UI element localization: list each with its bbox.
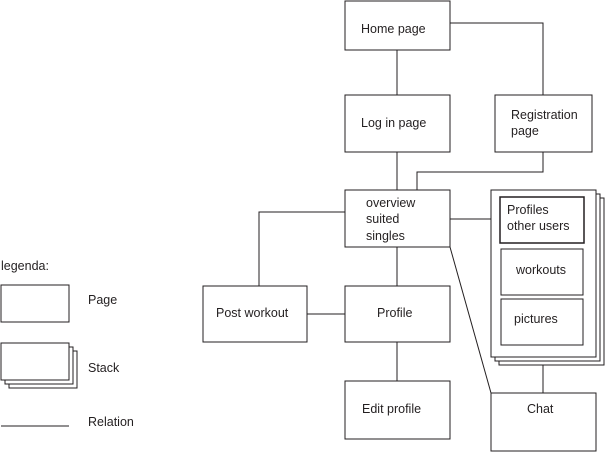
home-page-node: Home page: [344, 0, 451, 51]
profile-node: Profile: [344, 285, 451, 343]
legend-stack-swatch: [0, 342, 78, 389]
legend-relation-label: Relation: [88, 415, 134, 429]
overview-node: overview suited singles: [344, 189, 451, 248]
overview-label-3: singles: [366, 229, 405, 243]
post-workout-label: Post workout: [216, 306, 289, 320]
relation-registration-overview: [416, 152, 544, 190]
post-workout-node: Post workout: [202, 285, 308, 343]
relation-overview-postworkout: [258, 211, 345, 286]
chat-node: Chat: [490, 392, 597, 452]
profile-label: Profile: [377, 306, 412, 320]
workouts-label: workouts: [515, 263, 566, 277]
relation-overview-chat: [449, 246, 492, 394]
legend: legenda: Page Stack Relation: [0, 259, 134, 429]
legend-stack-label: Stack: [88, 361, 120, 375]
legend-page-swatch: [0, 284, 70, 323]
relations: [258, 22, 544, 394]
pictures-label: pictures: [514, 312, 558, 326]
workouts-node: workouts: [500, 248, 584, 296]
profiles-other-users-label-1: Profiles: [507, 203, 549, 217]
legend-page-label: Page: [88, 293, 117, 307]
overview-label-1: overview: [366, 196, 416, 210]
home-page-label: Home page: [361, 22, 426, 36]
pictures-node: pictures: [500, 298, 584, 346]
legend-title: legenda:: [1, 259, 49, 273]
login-page-node: Log in page: [344, 94, 451, 153]
edit-profile-label: Edit profile: [362, 402, 421, 416]
registration-page-label-2: page: [511, 124, 539, 138]
overview-label-2: suited: [366, 212, 399, 226]
registration-page-node: Registration page: [494, 94, 593, 153]
profiles-other-users-label-2: other users: [507, 219, 570, 233]
profiles-other-users-node: Profiles other users: [499, 196, 585, 244]
registration-page-label-1: Registration: [511, 108, 578, 122]
profiles-stack-node: Profiles other users workouts pictures: [490, 189, 605, 366]
relation-home-registration: [450, 22, 544, 95]
chat-label: Chat: [527, 402, 554, 416]
login-page-label: Log in page: [361, 116, 426, 130]
edit-profile-node: Edit profile: [344, 380, 451, 440]
